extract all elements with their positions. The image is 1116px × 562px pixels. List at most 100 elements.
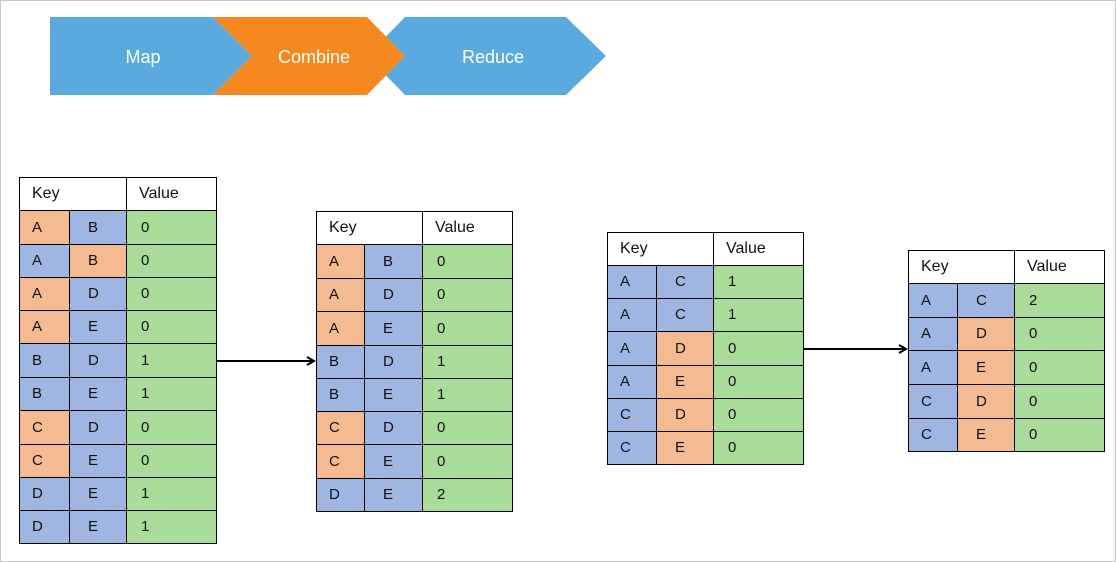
key-second-cell: C [956,283,1016,318]
value-cell: 0 [422,444,514,479]
value-cell: 0 [126,210,218,245]
key-second-cell: E [68,377,128,411]
key-second-cell: E [363,378,424,412]
value-header: Value [1014,250,1106,284]
value-cell: 0 [422,411,514,445]
key-header: Key [907,250,1016,284]
value-cell: 0 [422,278,514,312]
key-first-cell: C [19,444,70,478]
key-second-cell: E [655,365,715,399]
key-first-cell: C [908,418,958,452]
value-cell: 0 [1014,350,1106,385]
key-second-cell: D [363,345,424,379]
value-cell: 0 [1014,418,1106,452]
key-first-cell: A [607,365,657,399]
key-second-cell: E [956,418,1016,452]
key-first-cell: D [316,478,365,512]
key-second-cell: D [956,384,1016,419]
key-second-cell: D [363,278,424,312]
key-first-cell: A [607,298,657,332]
key-first-cell: B [316,378,365,412]
key-first-cell: A [908,317,958,351]
key-first-cell: C [19,410,70,445]
key-second-cell: D [68,410,128,445]
value-cell: 1 [126,477,218,511]
value-cell: 1 [126,377,218,411]
key-second-cell: E [956,350,1016,385]
key-first-cell: C [607,431,657,465]
key-first-cell: C [316,444,365,479]
key-second-cell: D [68,343,128,378]
key-second-cell: D [363,411,424,445]
key-first-cell: A [316,278,365,312]
value-cell: 0 [126,277,218,311]
value-cell: 1 [126,343,218,378]
key-second-cell: D [655,398,715,432]
value-cell: 0 [713,331,805,366]
key-first-cell: A [19,310,70,344]
key-first-cell: D [19,510,70,544]
stage-reduce-arrow [367,17,606,95]
value-cell: 2 [422,478,514,512]
stage-combine-arrow [213,17,405,95]
key-first-cell: B [316,345,365,379]
key-first-cell: C [316,411,365,445]
key-first-cell: A [607,331,657,366]
key-second-cell: B [68,244,128,278]
pipeline-banner: Map Combine Reduce [50,17,606,95]
key-first-cell: C [607,398,657,432]
key-header: Key [315,211,424,245]
stage-combine-label: Combine [278,47,350,67]
key-second-cell: E [363,478,424,512]
key-first-cell: B [19,377,70,411]
key-first-cell: A [316,244,365,279]
value-cell: 0 [713,398,805,432]
key-second-cell: B [68,210,128,245]
value-cell: 1 [713,298,805,332]
key-second-cell: E [655,431,715,465]
key-first-cell: A [316,311,365,346]
key-second-cell: E [363,444,424,479]
key-second-cell: D [655,331,715,366]
key-first-cell: A [908,283,958,318]
key-second-cell: E [68,444,128,478]
stage-map-label: Map [125,47,160,67]
value-header: Value [126,177,218,211]
key-second-cell: D [956,317,1016,351]
value-cell: 0 [422,244,514,279]
value-cell: 0 [126,244,218,278]
value-cell: 1 [422,345,514,379]
value-cell: 1 [126,510,218,544]
key-second-cell: C [655,265,715,299]
key-first-cell: A [19,277,70,311]
